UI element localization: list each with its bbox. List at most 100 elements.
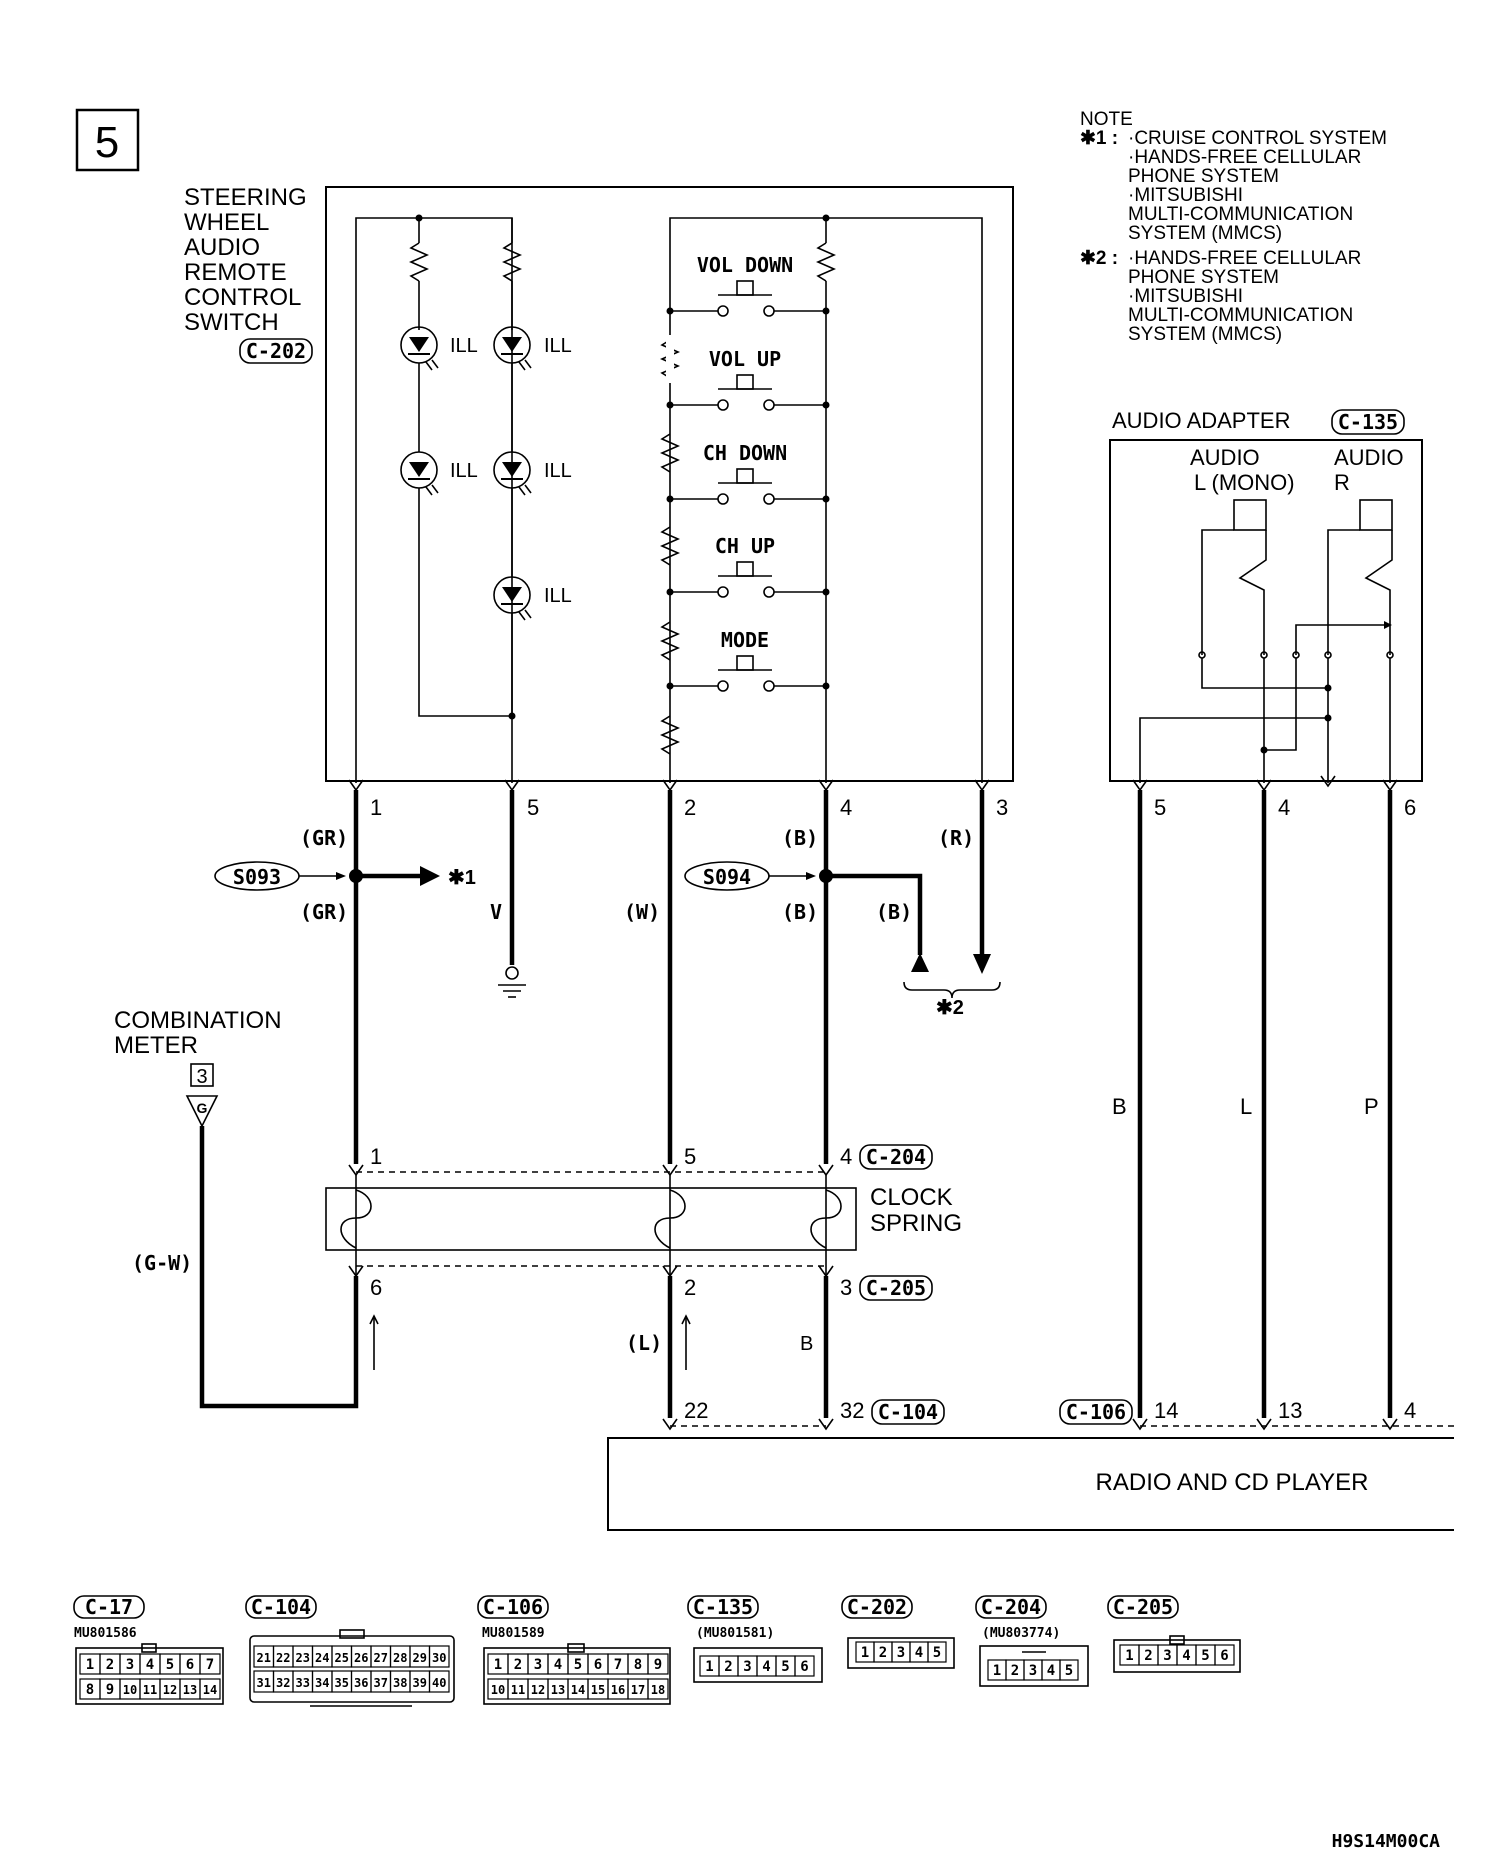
pin-number: 25	[335, 1651, 349, 1665]
pin-number: 38	[393, 1676, 407, 1690]
pin-label: 6	[370, 1275, 382, 1300]
pin-number: 2	[514, 1657, 522, 1673]
wire-color-label: L	[1240, 1094, 1252, 1119]
connector-tag	[1107, 1595, 1179, 1619]
pin-cell	[647, 1653, 669, 1675]
connector-tag	[477, 1595, 549, 1619]
pin-number: 40	[432, 1676, 446, 1690]
connector-view-id: C-135	[693, 1595, 753, 1619]
figure-code: H9S14M00CA	[1332, 1831, 1441, 1852]
ground-icon	[498, 966, 526, 998]
page-number-box	[75, 108, 140, 172]
pin-number: 17	[631, 1683, 645, 1697]
connector-part-number: MU801586	[74, 1626, 137, 1641]
pin-number: 27	[374, 1651, 388, 1665]
steering-title-line: AUDIO	[184, 234, 260, 261]
ill-label: ILL	[544, 460, 572, 482]
connector-tag	[73, 1595, 145, 1619]
pin-number: 32	[276, 1676, 290, 1690]
pin-number: 3	[534, 1657, 542, 1673]
note-star1-line: MULTI-COMMUNICATION	[1128, 204, 1353, 225]
pin-label: 2	[684, 795, 696, 820]
pin-cell	[927, 1641, 947, 1663]
wire-color-label: V	[490, 900, 502, 924]
connector-tag	[841, 1595, 913, 1619]
meter-ground-letter: G	[197, 1100, 208, 1116]
connector-face-c17	[75, 1647, 224, 1705]
pin-number: 29	[413, 1651, 427, 1665]
connector-tag	[1059, 1399, 1133, 1425]
pin-cell	[428, 1670, 450, 1693]
pin-number: 24	[315, 1651, 329, 1665]
pin-number: 13	[183, 1683, 197, 1697]
pin-number: 3	[126, 1657, 134, 1673]
pin-number: 36	[354, 1676, 368, 1690]
pin-number: 1	[861, 1645, 869, 1661]
spring-coil-icon	[340, 1189, 372, 1249]
connector-tag	[687, 1595, 759, 1619]
pin-number: 4	[1047, 1663, 1055, 1679]
wire-color-label: (B)	[782, 826, 818, 850]
pin-number: 16	[611, 1683, 625, 1697]
wire-color-label: (L)	[626, 1331, 662, 1355]
adapter-wires: 5 4 6 B L P	[1112, 779, 1416, 1418]
note-star2-marker: ✱2 :	[1080, 248, 1118, 269]
illumination-circuit: ILL ILL ILL ILL ILL	[400, 214, 830, 720]
pin-cell	[428, 1645, 450, 1668]
radio-title: RADIO AND CD PLAYER	[1096, 1469, 1369, 1496]
pin-number: 4	[915, 1645, 923, 1661]
button-label: VOL UP	[709, 347, 781, 371]
button-label: CH DOWN	[703, 441, 787, 465]
pin-number: 18	[651, 1683, 665, 1697]
pin-number: 11	[143, 1683, 157, 1697]
pin-number: 11	[511, 1683, 525, 1697]
arrow-right-icon	[420, 866, 440, 886]
resistor	[409, 242, 429, 282]
pin-cell	[1214, 1644, 1235, 1666]
note-star1-line: ·HANDS-FREE CELLULAR	[1128, 147, 1361, 168]
steering-title-line: STEERING	[184, 184, 307, 211]
pin-number: 6	[594, 1657, 602, 1673]
pin-label: 13	[1278, 1398, 1302, 1423]
switch-ladder	[660, 218, 836, 783]
wire-color-label: (GR)	[300, 826, 348, 850]
pin-number: 3	[897, 1645, 905, 1661]
pin-number: 4	[554, 1657, 562, 1673]
pin-number: 5	[166, 1657, 174, 1673]
meter-title-line: METER	[114, 1032, 198, 1059]
connector-face-c205	[1113, 1639, 1241, 1673]
pin-number: 5	[1065, 1663, 1073, 1679]
pin-number: 35	[335, 1676, 349, 1690]
pin-number: 1	[86, 1657, 94, 1673]
resistor	[816, 242, 836, 282]
meter-title-line: COMBINATION	[114, 1007, 282, 1034]
pin-number: 26	[354, 1651, 368, 1665]
lower-wires: (L) B	[369, 1276, 829, 1418]
button-label: VOL DOWN	[697, 253, 793, 277]
page-number: 5	[95, 118, 119, 167]
pin-number: 39	[413, 1676, 427, 1690]
switch-pins: 1 5 2 4 3	[348, 779, 1008, 820]
pin-number: 15	[591, 1683, 605, 1697]
clock-spring-title: SPRING	[870, 1210, 962, 1237]
pin-number: 1	[993, 1663, 1001, 1679]
pin-number: 1	[494, 1657, 502, 1673]
resistor	[660, 715, 680, 755]
ch-up-button: CH UP	[666, 534, 830, 598]
pin-number: 2	[879, 1645, 887, 1661]
jack-icon	[1359, 499, 1393, 531]
connector-tag	[859, 1275, 933, 1301]
clock-spring-box	[325, 1187, 857, 1251]
pin-number: 4	[146, 1657, 154, 1673]
wire-color-label: B	[800, 1333, 813, 1355]
ill-label: ILL	[544, 585, 572, 607]
pin-number: 9	[654, 1657, 662, 1673]
pin-number: 33	[296, 1676, 310, 1690]
illumination-rail	[355, 217, 513, 783]
pin-number: 8	[86, 1682, 94, 1698]
pin-number: 2	[724, 1659, 732, 1675]
